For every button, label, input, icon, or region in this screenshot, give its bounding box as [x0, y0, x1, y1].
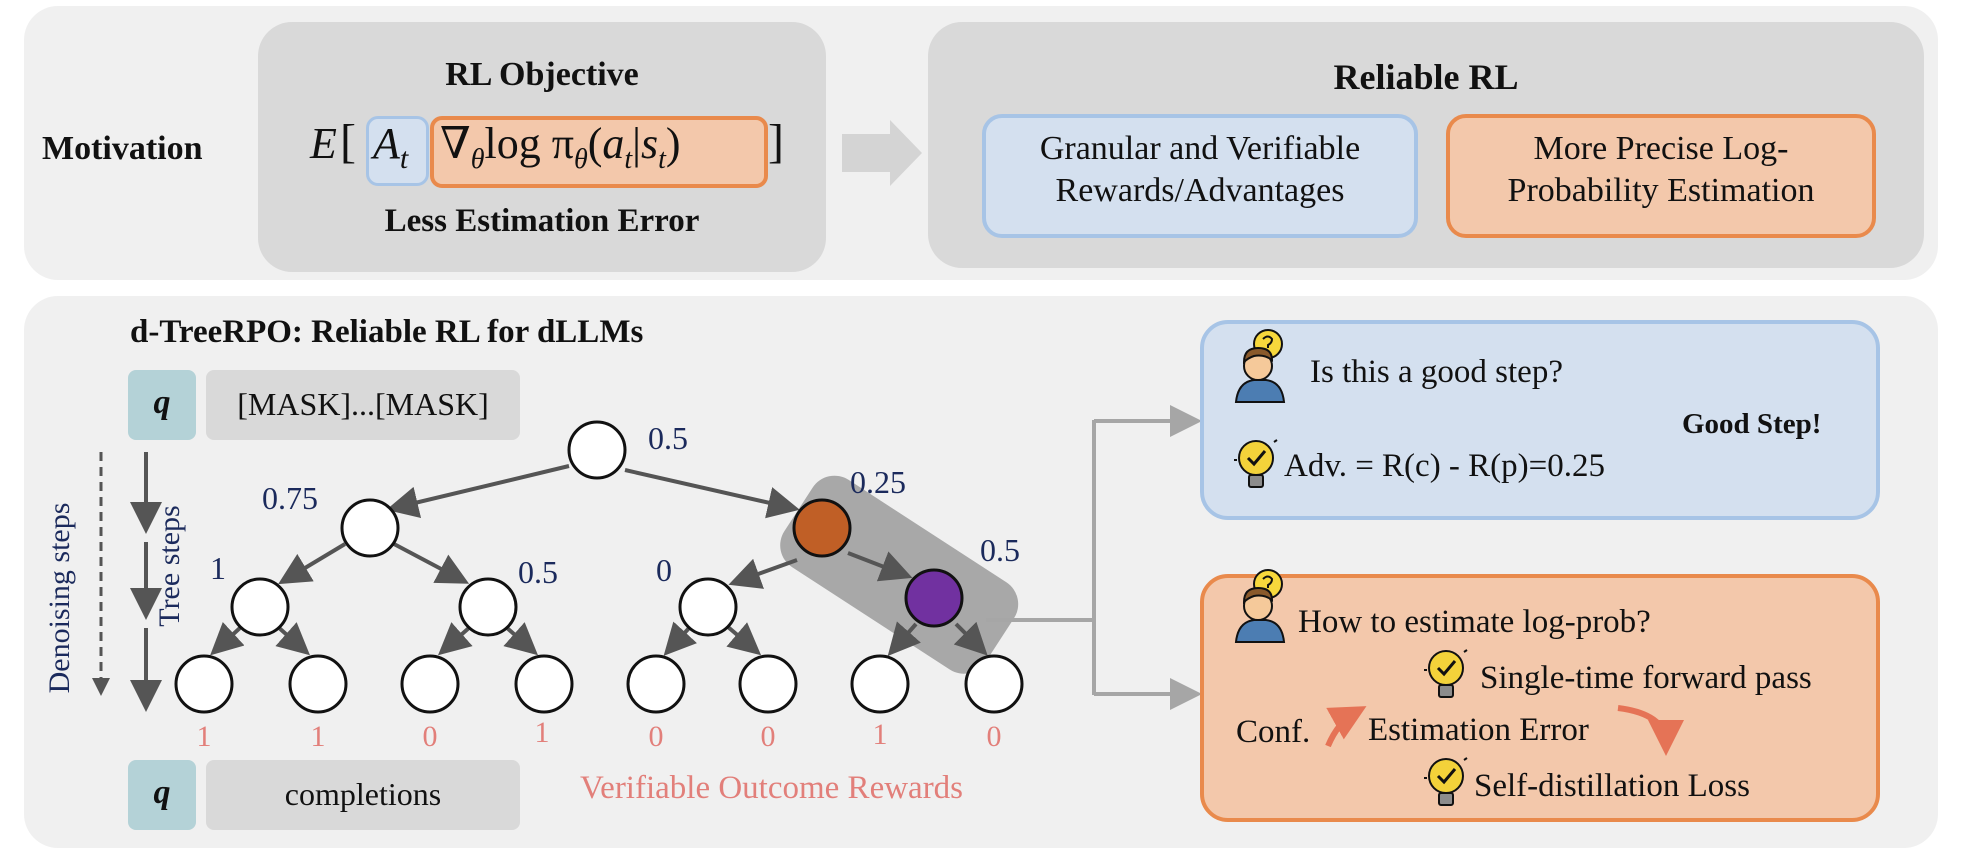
lightbulb-check-icon — [1234, 439, 1278, 488]
formula-expectation: E — [310, 119, 337, 168]
rl-objective-title: RL Objective — [445, 56, 639, 93]
good-step-box — [1200, 320, 1880, 520]
precise-logprob-line1: More Precise Log- — [1533, 130, 1789, 167]
tree-leaf-7 — [850, 654, 910, 714]
edge-l1-ll — [278, 542, 347, 585]
conf-up-arrow — [1325, 706, 1367, 748]
less-estimation-error-caption: Less Estimation Error — [384, 203, 700, 239]
leaf-reward-7: 1 — [872, 718, 888, 751]
good-step-question: Is this a good step? — [1310, 354, 1563, 390]
tree-leaf-1 — [174, 654, 234, 714]
leaf-reward-3: 0 — [422, 720, 438, 753]
leaf-reward-8: 0 — [986, 720, 1002, 753]
tree-node-root — [567, 420, 627, 480]
formula-close-bracket: ] — [768, 115, 784, 168]
formula-advantage: At — [373, 119, 409, 175]
granular-rewards-line1: Granular and Verifiable — [1039, 130, 1361, 167]
formula-gradient-log-policy: ∇θlog πθ(at|st) — [440, 119, 681, 175]
tree-node-l1-left — [340, 498, 400, 558]
tree-leaf-3 — [400, 654, 460, 714]
masked-sequence-box — [206, 370, 520, 440]
verifiable-rewards-caption: Verifiable Outcome Rewards — [580, 770, 964, 806]
good-step-verdict: Good Step! — [1682, 408, 1822, 440]
motivation-arrow — [842, 120, 922, 186]
leaf-reward-2: 1 — [310, 720, 326, 753]
edge-l1-lr — [393, 542, 470, 584]
value-l2-1: 1 — [210, 550, 226, 586]
prompt-token-bottom — [128, 760, 196, 830]
prompt-token-bottom-label: q — [153, 774, 171, 811]
edge-l2-2a — [438, 622, 473, 656]
edge-l2-1b — [275, 622, 310, 656]
completions-text: completions — [284, 776, 442, 812]
completions-box — [206, 760, 520, 830]
edge-root-left — [386, 464, 570, 518]
edge-l2-1a — [210, 621, 245, 656]
tree-node-l2-2 — [458, 577, 518, 637]
logprob-question: How to estimate log-prob? — [1298, 604, 1651, 640]
value-l1-right: 0.25 — [850, 464, 906, 500]
estimation-error-text: Estimation Error — [1368, 712, 1589, 748]
thinking-person-icon-2 — [1234, 569, 1286, 643]
tree-leaf-2 — [288, 654, 348, 714]
granular-rewards-box — [982, 114, 1418, 238]
granular-rewards-line2: Rewards/Advantages — [1055, 172, 1345, 209]
formula-open-bracket: [ — [340, 115, 356, 168]
edge-l2-3a — [663, 621, 697, 656]
leaf-reward-1: 1 — [196, 720, 212, 753]
leaf-reward-5: 0 — [648, 720, 664, 753]
leaf-reward-6: 0 — [760, 720, 776, 753]
tree-leaf-5 — [626, 654, 686, 714]
value-l1-left: 0.75 — [262, 480, 318, 516]
edge-l2-4b — [953, 621, 988, 656]
edge-root-right — [624, 468, 800, 519]
lightbulb-check-icon-3 — [1424, 757, 1468, 806]
prompt-token-top-label: q — [153, 384, 171, 421]
error-down-arrow — [1617, 705, 1684, 756]
tree-node-l1-right — [792, 498, 852, 558]
masked-sequence-text: [MASK]...[MASK] — [237, 386, 489, 422]
tree-node-l2-4 — [904, 568, 964, 628]
lightbulb-check-icon-2 — [1424, 649, 1468, 698]
value-l2-4: 0.5 — [980, 532, 1020, 568]
thinking-person-icon — [1234, 329, 1286, 403]
edge-l1-rr — [847, 551, 913, 582]
method-title: d-TreeRPO: Reliable RL for dLLMs — [130, 314, 644, 350]
tree-node-l2-1 — [230, 577, 290, 637]
advantage-highlight — [366, 116, 429, 186]
value-l2-3: 0 — [656, 552, 672, 588]
advantage-formula-text: Adv. = R(c) - R(p)=0.25 — [1284, 448, 1606, 484]
value-root: 0.5 — [648, 420, 688, 456]
precise-logprob-box — [1446, 114, 1876, 238]
motivation-label: Motivation — [42, 130, 203, 167]
tree-leaf-8 — [964, 654, 1024, 714]
conf-label: Conf. — [1236, 714, 1311, 750]
logprob-highlight — [430, 116, 768, 188]
leaf-reward-4: 1 — [534, 716, 550, 749]
reliable-rl-title: Reliable RL — [1333, 57, 1519, 97]
edge-l1-rl — [728, 558, 798, 589]
prompt-token-top — [128, 370, 196, 440]
logprob-box — [1200, 574, 1880, 822]
single-forward-pass-text: Single-time forward pass — [1480, 660, 1812, 696]
tree-node-l2-3 — [678, 577, 738, 637]
tree-leaf-4 — [514, 654, 574, 714]
self-distillation-text: Self-distillation Loss — [1474, 768, 1750, 804]
edge-l2-2b — [503, 622, 538, 656]
precise-logprob-line2: Probability Estimation — [1507, 172, 1815, 209]
value-l2-2: 0.5 — [518, 554, 558, 590]
edge-l2-4a — [887, 621, 921, 656]
edge-l2-3b — [726, 622, 762, 656]
tree-leaf-6 — [738, 654, 798, 714]
